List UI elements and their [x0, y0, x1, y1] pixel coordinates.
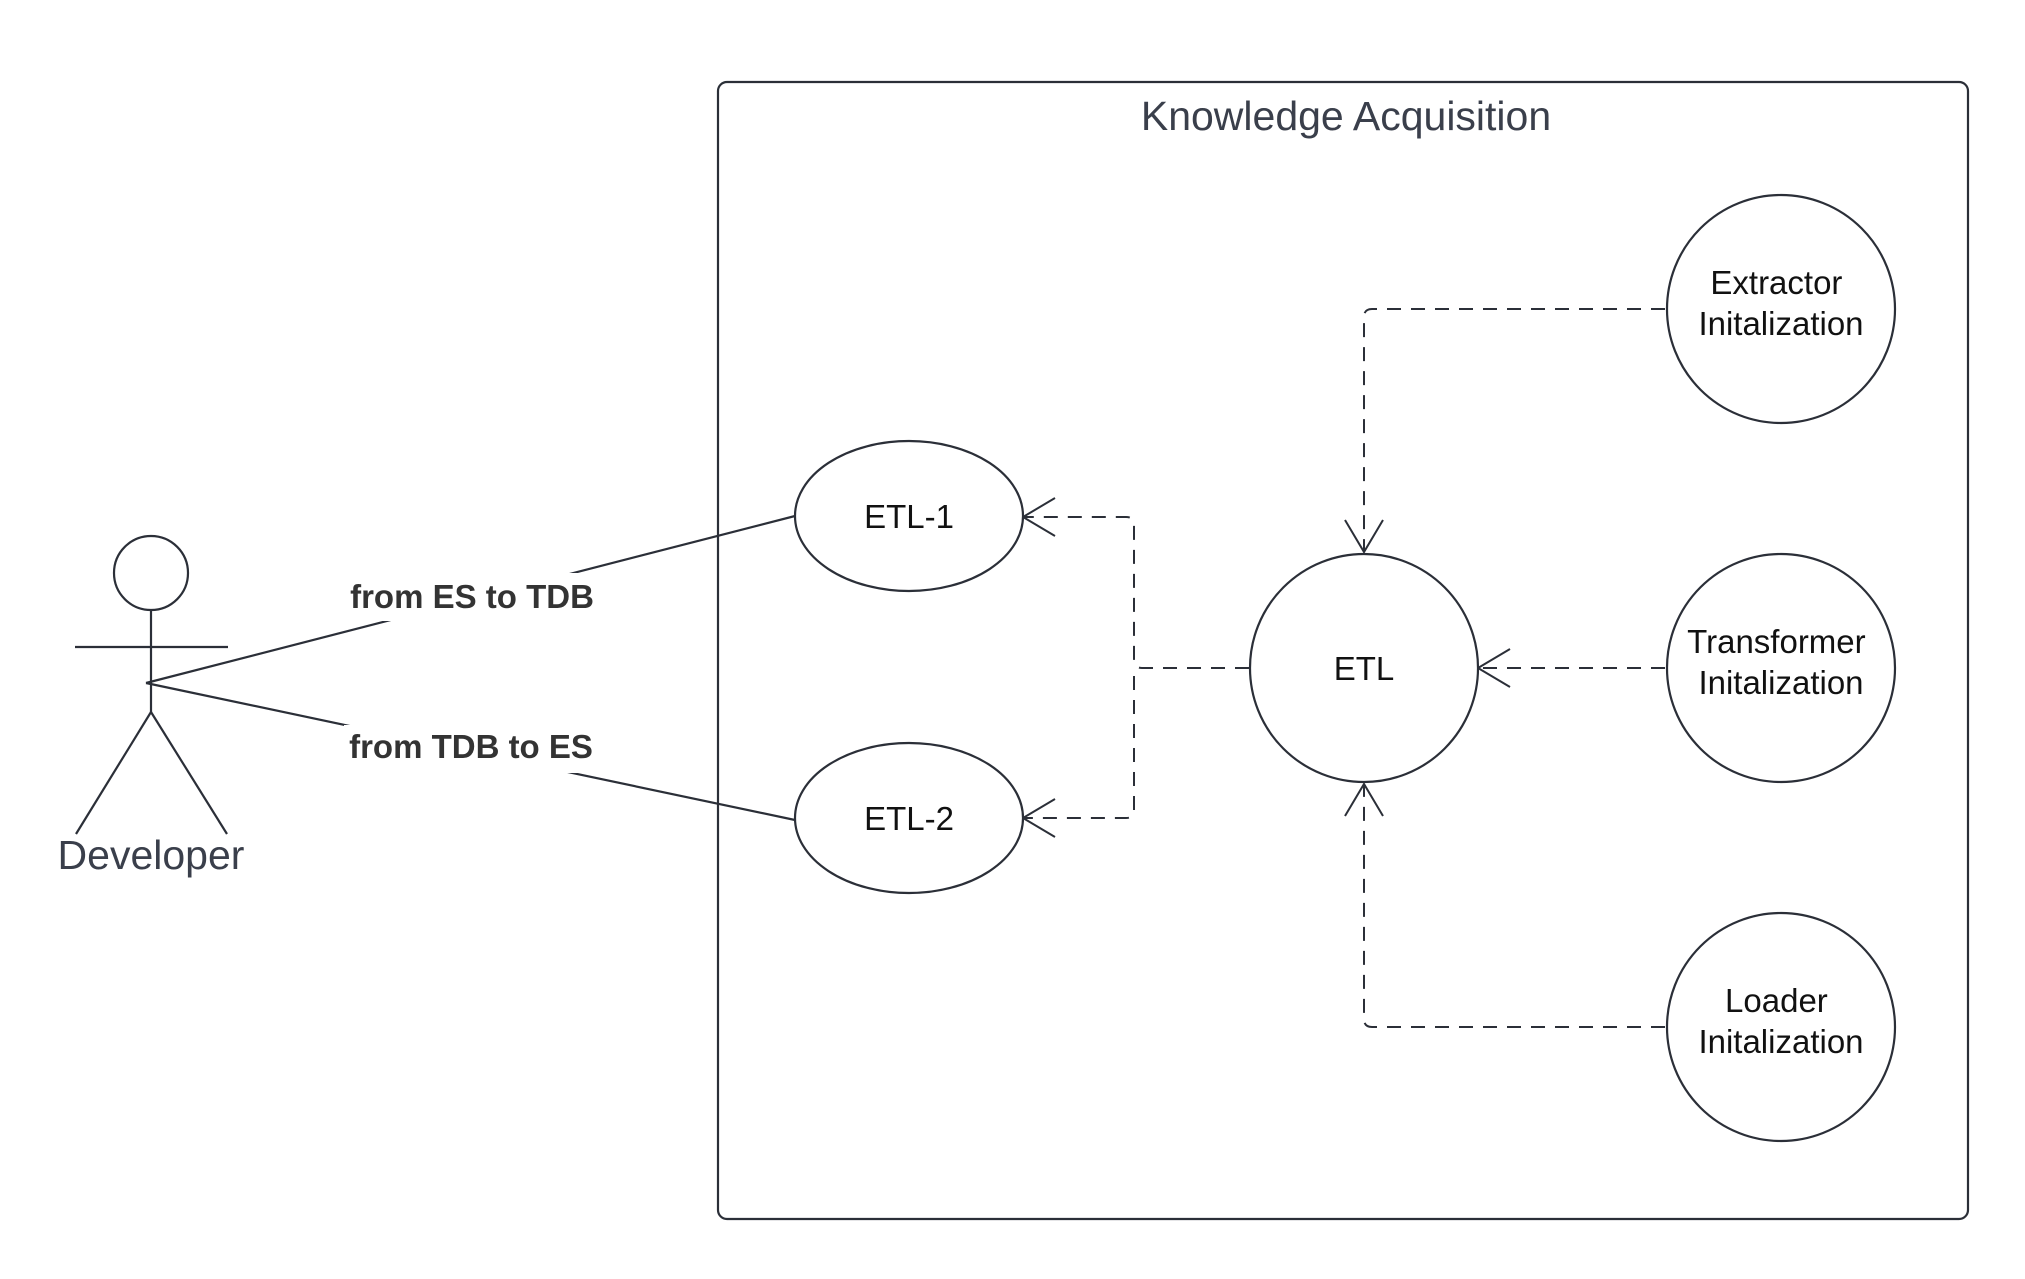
use-case-shape: [1665, 193, 1897, 425]
use-case-label-line: Initalization: [1698, 305, 1863, 342]
use-case-label-line: Loader: [1725, 982, 1828, 1019]
use-case-label-line: Transformer: [1687, 623, 1865, 660]
use-case-shape: [793, 439, 1025, 593]
use-case-etl-1[interactable]: ETL-1: [793, 439, 1025, 593]
use-case-shape: [1248, 552, 1480, 784]
actor-right-leg: [150, 711, 228, 835]
dependency-loader-to-etl: [1344, 782, 1665, 1028]
system-boundary: Knowledge Acquisition: [716, 80, 1970, 1221]
dependency-etl-to-etl1-etl2: [1021, 497, 1249, 838]
use-case-label-line: Extractor: [1710, 264, 1842, 301]
use-case-shape: [1665, 552, 1897, 784]
actor-head: [112, 534, 190, 612]
association-etl1: from ES to TDB: [145, 514, 796, 685]
boundary-box: [716, 80, 1970, 1221]
arrow-head-etl-top: [1344, 519, 1384, 554]
use-case-shape: [1665, 911, 1897, 1143]
use-case-transformer-initalization[interactable]: Transformer Initalization: [1665, 552, 1897, 784]
association-label: from ES to TDB: [350, 578, 594, 615]
association-etl2: from TDB to ES: [145, 681, 796, 822]
actor-name: Developer: [58, 832, 245, 878]
use-case-loader-initalization[interactable]: Loader Initalization: [1665, 911, 1897, 1143]
dependency-line: [1025, 676, 1135, 819]
use-case-label: ETL: [1334, 650, 1395, 687]
use-case-shape: [793, 741, 1025, 895]
use-case-label-line: Initalization: [1698, 664, 1863, 701]
use-case-extractor-initalization[interactable]: Extractor Initalization: [1665, 193, 1897, 425]
dependency-line: [1363, 786, 1665, 1028]
use-case-etl[interactable]: ETL: [1248, 552, 1480, 784]
use-case-label: Transformer Initalization: [1687, 623, 1875, 701]
association-label-bg: [344, 725, 598, 773]
association-label: from TDB to ES: [349, 728, 593, 765]
actor-left-leg: [75, 711, 152, 835]
dependency-extractor-to-etl: [1344, 308, 1665, 554]
boundary-title: Knowledge Acquisition: [1141, 93, 1551, 139]
use-case-label-line: Initalization: [1698, 1023, 1863, 1060]
dependency-line: [1025, 516, 1249, 669]
use-case-label: ETL-2: [864, 800, 954, 837]
dependency-line: [1363, 308, 1665, 550]
arrow-head-etl-bottom: [1344, 782, 1384, 817]
use-case-label: Extractor Initalization: [1698, 264, 1863, 342]
use-case-etl-2[interactable]: ETL-2: [793, 741, 1025, 895]
dependency-transformer-to-etl: [1476, 648, 1665, 688]
use-case-label: ETL-1: [864, 498, 954, 535]
actor-developer[interactable]: Developer: [58, 534, 245, 878]
association-label-bg: [347, 573, 599, 621]
use-case-label: Loader Initalization: [1698, 982, 1863, 1060]
